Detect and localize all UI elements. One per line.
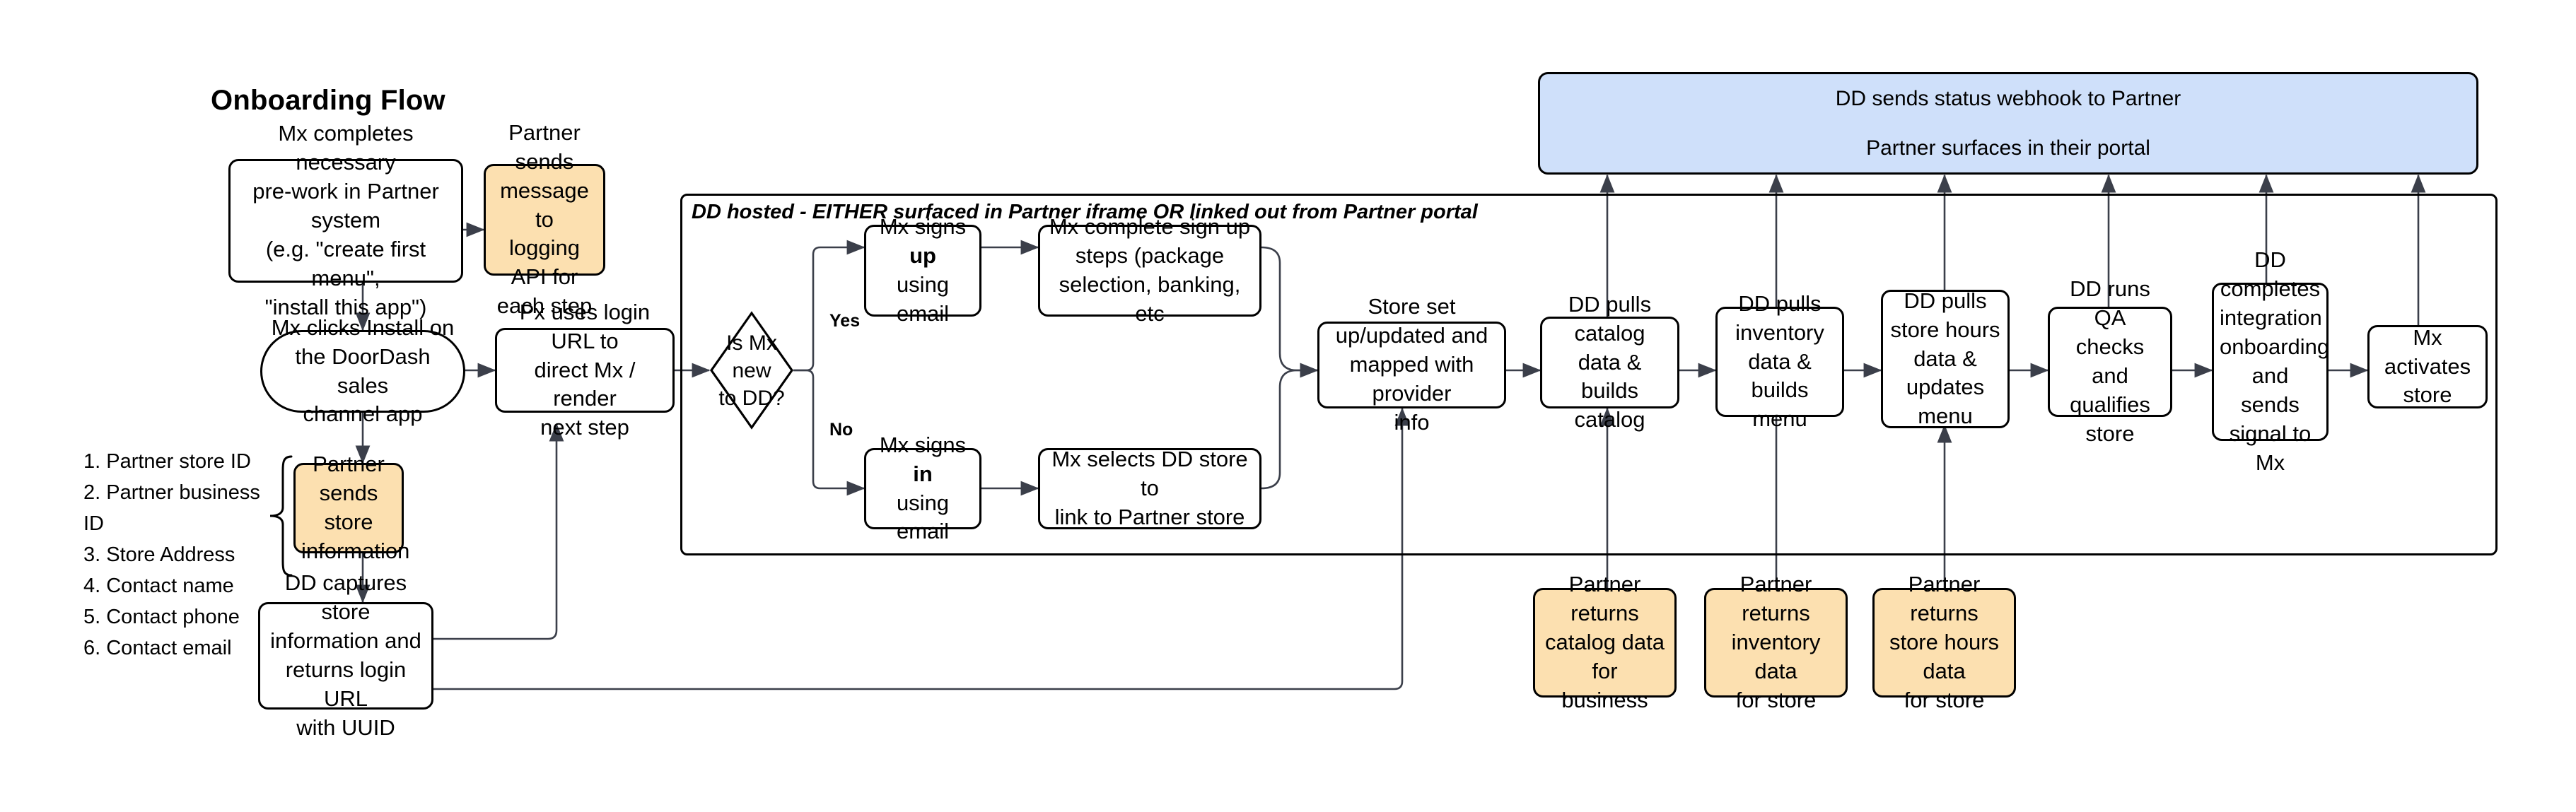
node-dd-pulls-store-hours-label: DD pulls store hours data & updates menu	[1890, 288, 2000, 429]
store-info-list: 1. Partner store ID 2. Partner business …	[83, 450, 260, 660]
node-mx-clicks-install[interactable]: Mx clicks Install on the DoorDash sales …	[260, 315, 465, 426]
node-partner-sends-store-info[interactable]: Partner sends store information	[293, 452, 409, 563]
banner-dd-sends-status-webhook[interactable]: DD sends status webhook to Partner Partn…	[1538, 72, 2478, 175]
node-mx-clicks-install-label: Mx clicks Install on the DoorDash sales …	[271, 314, 455, 427]
banner-line-2: Partner surfaces in their portal	[1866, 136, 2150, 160]
node-is-mx-new-decision[interactable]: Is Mx new to DD?	[709, 311, 794, 430]
node-mx-activates-store-label: Mx activates store	[2384, 324, 2471, 408]
node-partner-returns-catalog-label: Partner returns catalog data for busines…	[1545, 572, 1665, 712]
node-dd-captures-store-info[interactable]: DD captures store information and return…	[258, 570, 433, 740]
node-mx-prework[interactable]: Mx completes necessary pre-work in Partn…	[228, 121, 463, 319]
group-dd-hosted	[680, 194, 2498, 555]
page-title: Onboarding Flow	[211, 85, 445, 116]
node-mx-signs-up[interactable]: Mx signs up using email	[864, 214, 981, 326]
node-dd-runs-qa[interactable]: DD runs QA checks and qualifies store	[2048, 276, 2172, 446]
node-mx-prework-label: Mx completes necessary pre-work in Partn…	[252, 121, 439, 319]
node-is-mx-new-label: Is Mx new to DD?	[718, 331, 785, 410]
node-dd-completes-integration[interactable]: DD completes integration onboarding and …	[2212, 247, 2329, 475]
node-partner-logging-api-label: Partner sends message to logging API for…	[496, 119, 593, 319]
node-dd-pulls-inventory[interactable]: DD pulls inventory data & builds menu	[1715, 291, 1844, 431]
bold-up: up	[909, 243, 936, 269]
node-partner-returns-inventory-label: Partner returns inventory data for store	[1731, 572, 1821, 712]
node-mx-activates-store[interactable]: Mx activates store	[2367, 325, 2488, 408]
banner-line-1: DD sends status webhook to Partner	[1835, 86, 2181, 110]
node-dd-runs-qa-label: DD runs QA checks and qualifies store	[2070, 276, 2150, 446]
node-partner-returns-inventory[interactable]: Partner returns inventory data for store	[1704, 572, 1848, 712]
node-partner-returns-catalog[interactable]: Partner returns catalog data for busines…	[1533, 572, 1677, 712]
node-px-uses-login-url-label: Px uses login URL to direct Mx / render …	[519, 299, 651, 440]
node-dd-pulls-catalog-label: DD pulls catalog data & builds catalog	[1568, 291, 1652, 433]
node-store-set-up-label: Store set up/updated and mapped with pro…	[1335, 294, 1488, 435]
node-mx-signs-in-label: Mx signs in using email	[879, 432, 967, 544]
node-partner-returns-store-hours[interactable]: Partner returns store hours data for sto…	[1872, 572, 2016, 712]
node-partner-sends-store-info-label: Partner sends store information	[301, 452, 410, 563]
node-dd-completes-integration-label: DD completes integration onboarding and …	[2220, 247, 2330, 475]
node-dd-pulls-inventory-label: DD pulls inventory data & builds menu	[1735, 290, 1824, 432]
node-dd-pulls-store-hours[interactable]: DD pulls store hours data & updates menu	[1881, 288, 2010, 428]
node-mx-signs-up-label: Mx signs up using email	[879, 214, 967, 326]
node-partner-logging-api[interactable]: Partner sends message to logging API for…	[484, 120, 605, 318]
bold-in: in	[913, 461, 933, 486]
group-dd-hosted-title: DD hosted - EITHER surfaced in Partner i…	[692, 201, 1478, 223]
node-dd-pulls-catalog[interactable]: DD pulls catalog data & builds catalog	[1540, 292, 1679, 432]
node-dd-captures-store-info-label: DD captures store information and return…	[270, 570, 421, 740]
edge-label-yes: Yes	[828, 311, 862, 331]
node-px-uses-login-url[interactable]: Px uses login URL to direct Mx / render …	[495, 300, 675, 440]
node-partner-returns-store-hours-label: Partner returns store hours data for sto…	[1889, 572, 2000, 712]
node-mx-selects-dd-store-label: Mx selects DD store to link to Partner s…	[1051, 447, 1248, 529]
curly-brace	[269, 455, 293, 577]
diamond-shape	[710, 311, 793, 430]
node-mx-signup-steps-label: Mx complete sign up steps (package selec…	[1049, 214, 1251, 326]
node-mx-selects-dd-store[interactable]: Mx selects DD store to link to Partner s…	[1038, 447, 1261, 529]
node-mx-signup-steps[interactable]: Mx complete sign up steps (package selec…	[1038, 214, 1261, 326]
node-mx-signs-in[interactable]: Mx signs in using email	[864, 433, 981, 543]
edge-label-no: No	[828, 420, 855, 440]
node-store-set-up[interactable]: Store set up/updated and mapped with pro…	[1317, 294, 1506, 435]
